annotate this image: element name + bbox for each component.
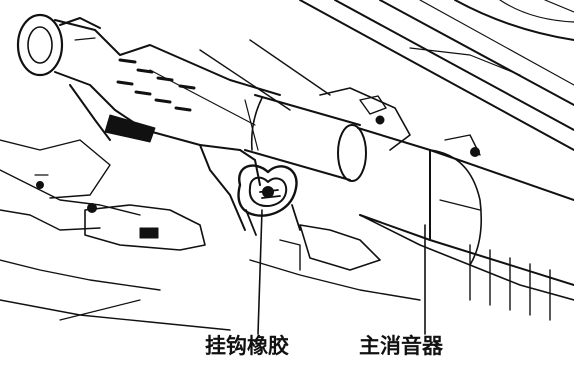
main-muffler: [249, 127, 574, 321]
main-muffler-label: 主消音器: [359, 334, 443, 358]
floor-bracket-lines: [0, 139, 231, 331]
catalytic-converter: [16, 13, 281, 231]
hanger-rubber-label: 挂钩橡胶: [205, 334, 289, 358]
leader-line-hanger: [257, 209, 263, 335]
hanger-rubber: [237, 164, 301, 236]
intermediate-pipe: [244, 94, 367, 182]
